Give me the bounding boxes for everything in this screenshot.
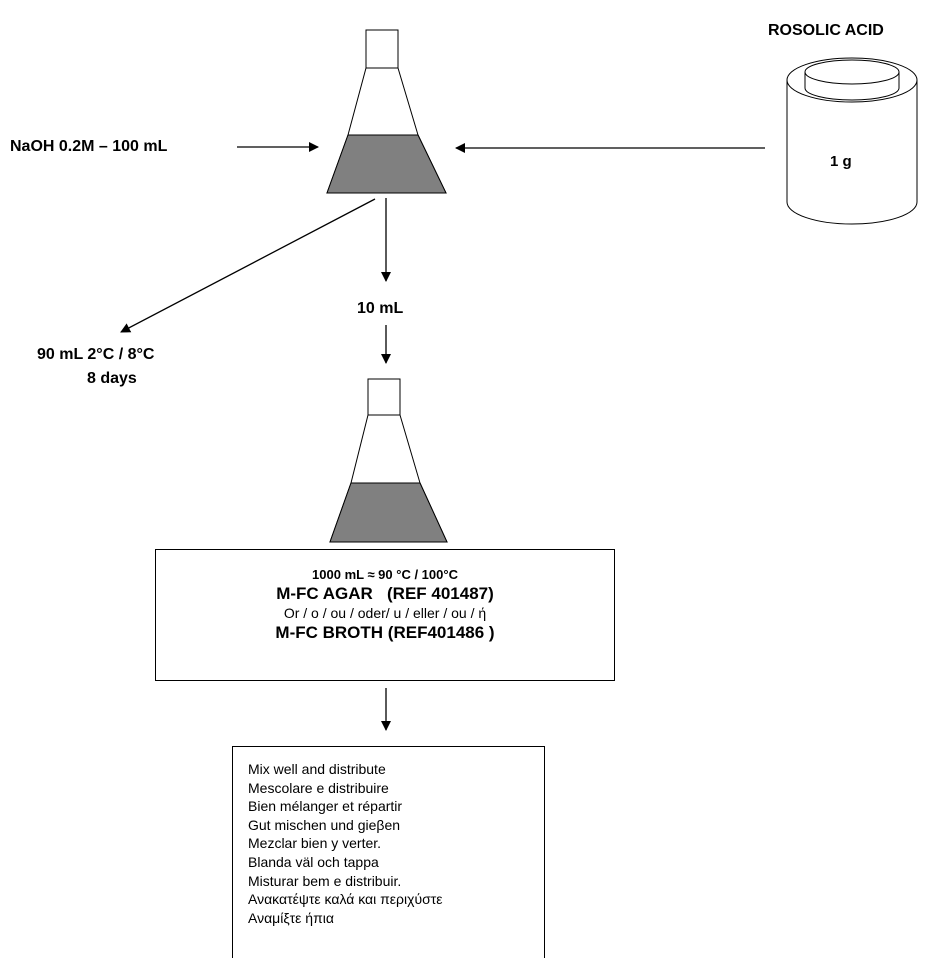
transfer-volume-label: 10 mL (357, 300, 404, 317)
instruction-en: Mix well and distribute (248, 761, 386, 777)
medium-box: 1000 mL ≈ 90 °C / 100°C M-FC AGAR (REF 4… (155, 549, 615, 681)
flask-bottom (329, 378, 448, 543)
rosolic-acid-jar (786, 57, 918, 225)
instruction-sv: Blanda väl och tappa (248, 853, 379, 870)
storage-duration-label: 8 days (87, 370, 137, 387)
instruction-fr: Bien mélanger et répartir (248, 798, 403, 815)
instruction-pt: Misturar bem e distribuir. (248, 872, 402, 889)
instructions-box: Mix well and distribute Mescolare e dist… (232, 746, 545, 958)
naoh-label: NaOH 0.2M – 100 mL (10, 138, 168, 155)
instruction-es: Mezclar bien y verter. (248, 835, 382, 852)
rosolic-acid-label: ROSOLIC ACID (768, 22, 884, 39)
instruction-el-1: Ανακατέψτε καλά και περιχύστε (248, 891, 443, 908)
storage-volume-label: 90 mL 2°C / 8°C (37, 346, 155, 363)
arrow-flask-to-storage (120, 198, 376, 333)
medium-broth: M-FC BROTH (REF401486 ) (275, 623, 495, 642)
flask-top (326, 29, 447, 194)
jar-amount-label: 1 g (830, 153, 852, 170)
instruction-it: Mescolare e distribuire (248, 779, 389, 796)
medium-temperature: 1000 mL ≈ 90 °C / 100°C (312, 567, 458, 582)
instruction-el-2: Αναμίξτε ήπια (248, 909, 334, 926)
medium-or-separator: Or / o / ou / oder/ u / eller / ou / ή (283, 605, 487, 621)
instruction-de: Gut mischen und gieβen (248, 816, 401, 833)
medium-agar: M-FC AGAR (REF 401487) (276, 584, 494, 603)
